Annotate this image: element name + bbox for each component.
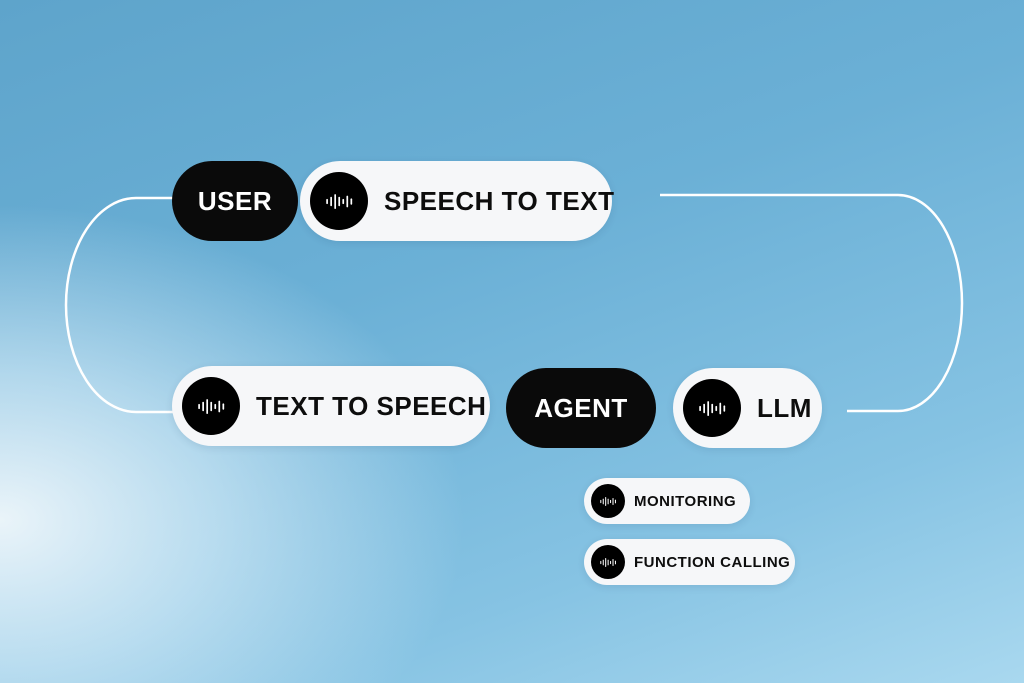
llm-label: LLM [757,392,812,423]
connector-left [64,196,176,414]
waveform-bar [715,405,718,411]
waveform-bar [719,402,722,414]
waveform-bar [222,402,225,410]
text-to-speech-node: TEXT TO SPEECH [172,366,490,446]
waveform-bar [346,195,349,207]
waveform-bar [600,560,602,564]
monitoring-label: MONITORING [634,492,737,510]
connector-right [660,193,964,413]
waveform-bar [350,197,353,205]
waveform-bar [214,403,217,409]
audio-waveform-icon [182,377,240,435]
waveform-bar [612,497,614,505]
waveform-bar [198,403,200,409]
waveform-bar [342,198,345,204]
waveform-bar [723,404,726,412]
waveform-bar [610,499,612,503]
waveform-bar [605,496,607,506]
waveform-bar [610,560,612,564]
waveform-bar [699,405,701,411]
monitoring-node: MONITORING [584,478,750,524]
waveform-bar [703,403,705,413]
waveform-bar [602,559,604,565]
waveform-bar [614,499,616,503]
agent-node-label: AGENT [534,392,628,423]
waveform-bar [605,557,607,567]
llm-node: LLM [673,368,822,448]
user-node: USER [172,161,298,241]
waveform-bar [711,403,714,413]
waveform-bar [614,560,616,564]
waveform-bar [218,400,221,412]
audio-waveform-icon [591,484,625,518]
waveform-bar [210,401,213,411]
waveform-bar [326,198,328,204]
waveform-bar [607,559,609,565]
waveform-bar [206,398,209,414]
waveform-bar [600,499,602,503]
user-node-label: USER [197,185,273,216]
agent-node: AGENT [506,368,656,448]
waveform-bar [707,400,710,416]
waveform-bar [602,498,604,504]
waveform-bar [338,196,341,206]
waveform-bar [607,498,609,504]
audio-waveform-icon [591,545,625,579]
speech-to-text-label: SPEECH TO TEXT [384,185,615,216]
waveform-bar [202,401,204,411]
function-calling-label: FUNCTION CALLING [634,553,791,571]
audio-waveform-icon [310,172,368,230]
audio-waveform-icon [683,379,741,437]
waveform-bar [612,558,614,566]
text-to-speech-label: TEXT TO SPEECH [256,390,487,421]
speech-to-text-node: SPEECH TO TEXT [300,161,615,241]
waveform-bar [330,196,332,206]
waveform-bar [334,193,337,209]
function-calling-node: FUNCTION CALLING [584,539,795,585]
